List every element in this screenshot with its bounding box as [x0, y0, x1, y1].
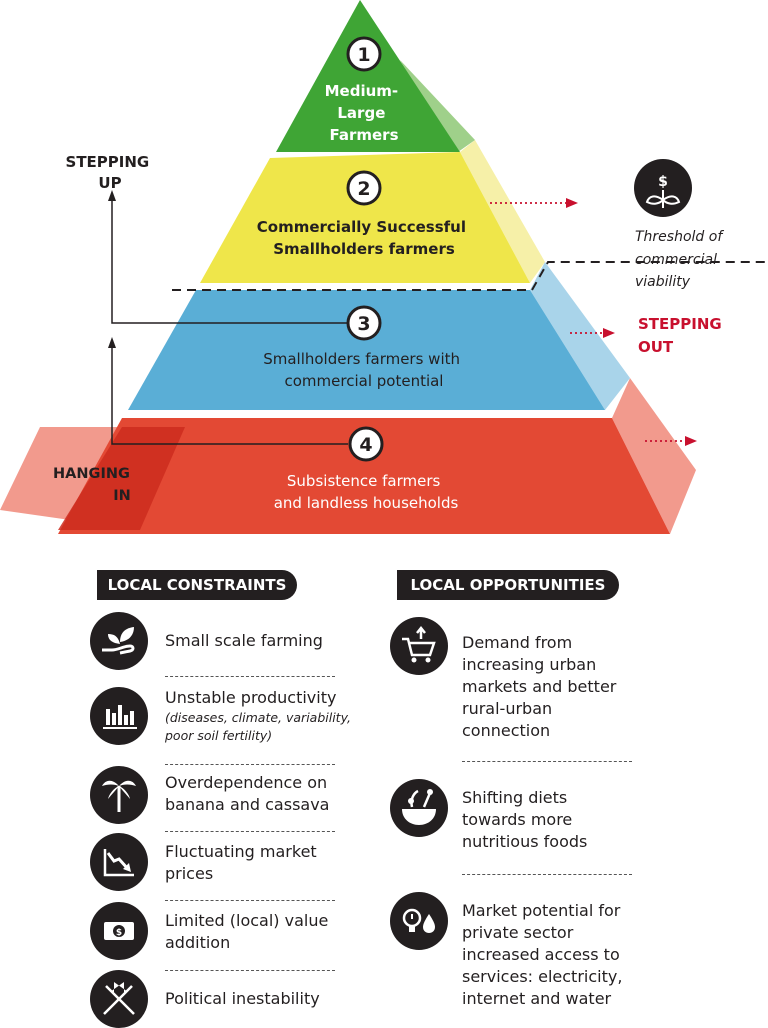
constraint-subtext-2: (diseases, climate, variability, poor so…	[165, 710, 351, 743]
tier-3-label: Smallholders farmers with commercial pot…	[263, 350, 465, 390]
constraint-text-5: Limited (local) value addition	[165, 911, 329, 952]
tier-2-side-shade	[460, 140, 545, 283]
food-bowl-icon	[390, 779, 448, 837]
hanging-in-arrowhead	[108, 337, 116, 348]
constraint-text-2: Unstable productivity (diseases, climate…	[165, 687, 355, 745]
falling-chart-icon	[90, 833, 148, 891]
local-constraints-header: LOCAL CONSTRAINTS	[97, 570, 297, 600]
constraint-item-5: $ Limited (local) value addition	[90, 902, 350, 964]
constraint-item-1: Small scale farming	[90, 612, 350, 676]
hanging-in-label: HANGING IN	[53, 466, 135, 504]
dollar-plant-icon: $	[634, 159, 692, 217]
opportunity-item-3: Market potential for private sector incr…	[390, 892, 660, 1022]
constraint-separator-3	[165, 831, 335, 832]
farmers-pyramid-diagram: 1 2 3 4 Medium- Large Farmers Commercial…	[0, 0, 765, 534]
bulb-drop-icon	[390, 892, 448, 950]
opportunity-separator-1	[462, 761, 632, 762]
tier-4-side-shade	[612, 378, 696, 534]
palm-tree-icon	[90, 766, 148, 824]
opportunity-separator-2	[462, 874, 632, 875]
opportunity-text-3: Market potential for private sector incr…	[462, 901, 623, 1008]
stepping-out-arrowhead-4	[685, 436, 697, 446]
tier-4-label: Subsistence farmers and landless househo…	[274, 472, 459, 512]
stepping-up-arrowhead	[108, 190, 116, 201]
opportunity-item-2: Shifting diets towards more nutritious f…	[390, 779, 660, 859]
shopping-cart-icon	[390, 617, 448, 675]
threshold-line	[172, 261, 765, 291]
stepping-out-arrowhead-2	[566, 198, 578, 208]
svg-text:3: 3	[357, 313, 370, 335]
money-icon: $	[90, 902, 148, 960]
stepping-up-arrow	[111, 198, 348, 324]
svg-text:$: $	[658, 174, 668, 190]
constraint-item-4: Fluctuating market prices	[90, 833, 350, 895]
stepping-out-label: STEPPING OUT	[638, 315, 727, 356]
threshold-label: Threshold of commercial viability	[635, 229, 727, 290]
tier-4-block	[58, 418, 670, 534]
svg-text:1: 1	[357, 44, 370, 66]
constraint-item-6: Political inestability	[90, 970, 350, 1028]
stepping-out-arrowhead-3	[603, 328, 615, 338]
constraint-text-6: Political inestability	[165, 989, 320, 1008]
svg-text:2: 2	[357, 178, 370, 200]
constraint-item-3: Overdependence on banana and cassava	[90, 766, 350, 826]
hanging-in-arrow	[111, 345, 348, 445]
bar-chart-icon	[90, 687, 148, 745]
tier-1-label: Medium- Large Farmers	[325, 82, 404, 144]
opportunity-text-1: Demand from increasing urban markets and…	[462, 633, 617, 740]
tier-3-block	[128, 290, 605, 410]
opportunity-item-1: Demand from increasing urban markets and…	[390, 617, 660, 747]
constraint-text-3: Overdependence on banana and cassava	[165, 773, 330, 814]
constraint-separator-4	[165, 900, 335, 901]
constraint-text-4: Fluctuating market prices	[165, 842, 317, 883]
constraint-item-2: Unstable productivity (diseases, climate…	[90, 685, 360, 751]
tier-1-number-badge: 1	[346, 36, 382, 72]
constraint-text-1: Small scale farming	[165, 631, 323, 650]
hanging-in-overlap	[58, 427, 185, 530]
tier-2-block	[200, 152, 530, 283]
svg-text:$: $	[116, 928, 122, 938]
constraint-separator-1	[165, 676, 335, 677]
tier-3-number-badge: 3	[346, 305, 382, 341]
crossed-flags-icon	[90, 970, 148, 1028]
constraint-separator-5	[165, 970, 335, 971]
constraint-separator-2	[165, 764, 335, 765]
tier-2-label: Commercially Successful Smallholders far…	[257, 218, 471, 258]
tier-4-number-badge: 4	[348, 426, 384, 462]
opportunity-text-2: Shifting diets towards more nutritious f…	[462, 788, 588, 851]
hand-seedling-icon	[90, 612, 148, 670]
tier-1-side-shade	[400, 60, 475, 152]
local-opportunities-header: LOCAL OPPORTUNITIES	[397, 570, 619, 600]
tier-2-number-badge: 2	[346, 170, 382, 206]
tier-1-block	[276, 0, 460, 152]
tier-3-side-shade	[530, 262, 630, 410]
svg-text:4: 4	[359, 434, 372, 456]
stepping-up-label: STEPPING UP	[66, 153, 155, 192]
